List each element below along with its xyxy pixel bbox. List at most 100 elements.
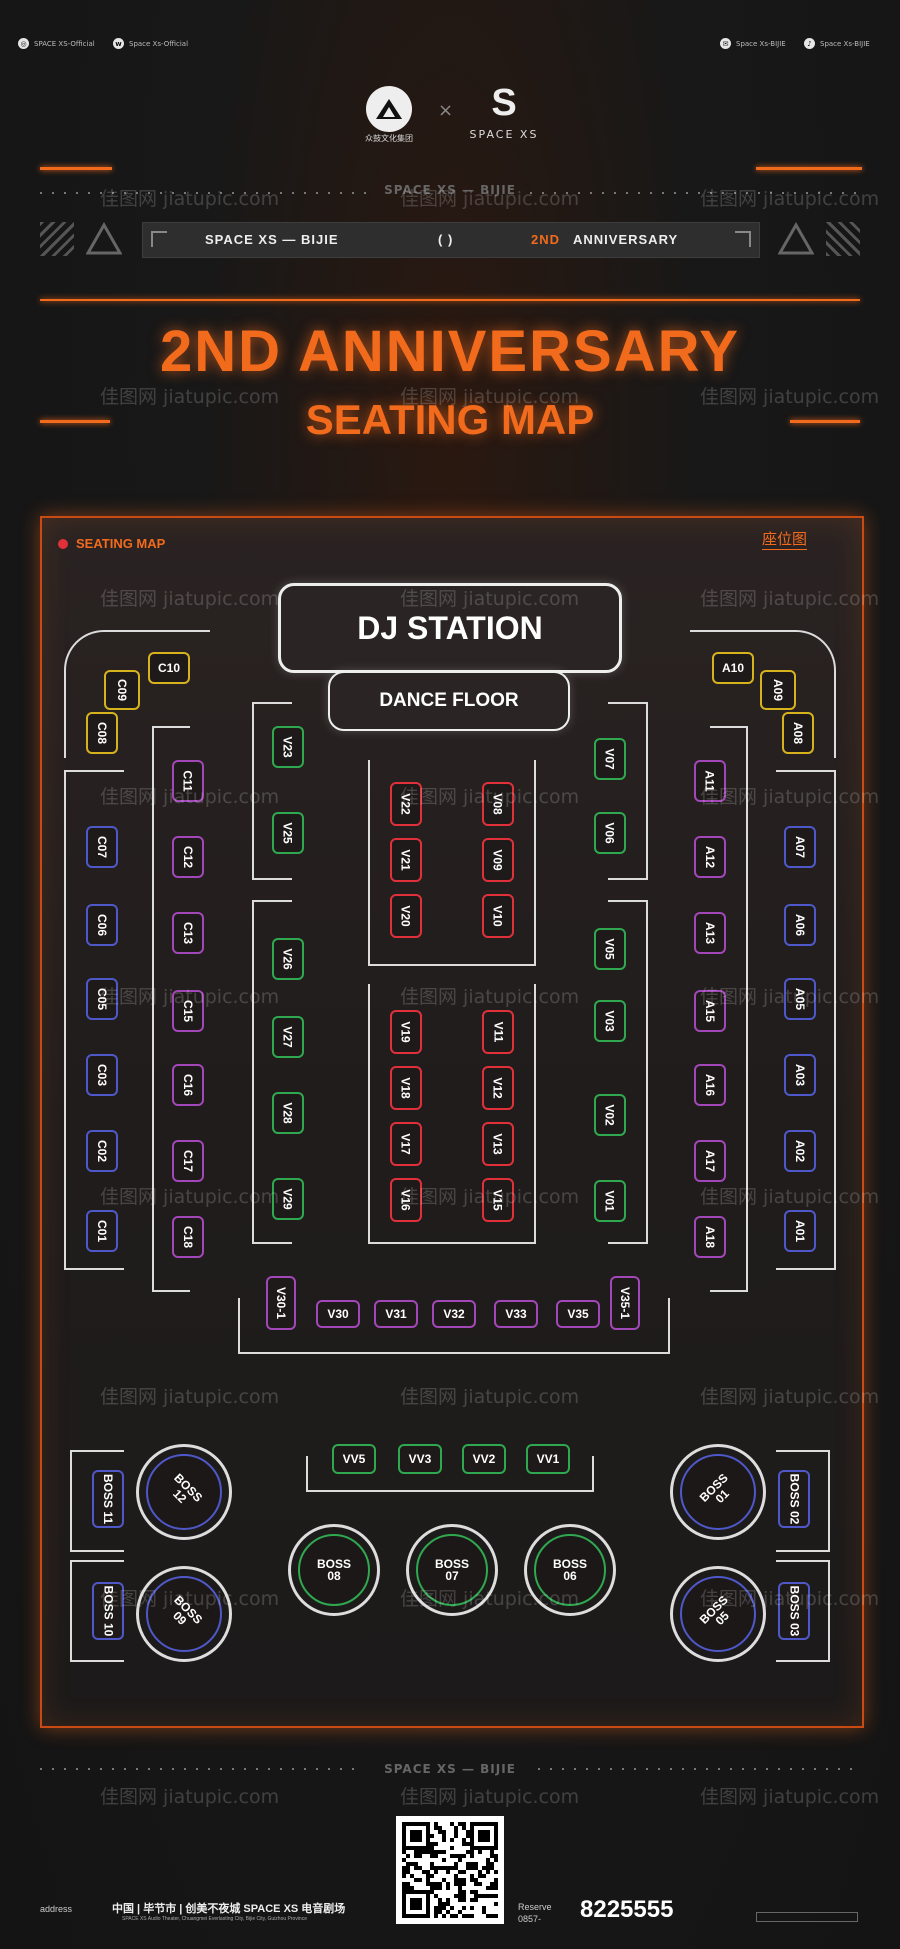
seat-c02[interactable]: C02 <box>86 1130 118 1172</box>
seat-a16[interactable]: A16 <box>694 1064 726 1106</box>
seat-boss-07[interactable]: BOSS 07 <box>416 1534 488 1606</box>
seat-vv5[interactable]: VV5 <box>332 1444 376 1474</box>
seat-c08[interactable]: C08 <box>86 712 118 754</box>
seat-vv2[interactable]: VV2 <box>462 1444 506 1474</box>
seat-v10[interactable]: V10 <box>482 894 514 938</box>
seat-v12[interactable]: V12 <box>482 1066 514 1110</box>
seat-v03[interactable]: V03 <box>594 1000 626 1042</box>
seat-c03[interactable]: C03 <box>86 1054 118 1096</box>
seat-a12[interactable]: A12 <box>694 836 726 878</box>
wall-outline <box>238 1298 670 1354</box>
seat-c17[interactable]: C17 <box>172 1140 204 1182</box>
accent-line <box>40 167 112 170</box>
seat-v19[interactable]: V19 <box>390 1010 422 1054</box>
seat-v02[interactable]: V02 <box>594 1094 626 1136</box>
seat-a01[interactable]: A01 <box>784 1210 816 1252</box>
seat-boss-08[interactable]: BOSS 08 <box>298 1534 370 1606</box>
seat-c15[interactable]: C15 <box>172 990 204 1032</box>
seat-v30[interactable]: V30 <box>316 1300 360 1328</box>
seat-boss-11[interactable]: BOSS 11 <box>92 1470 124 1528</box>
seat-c09[interactable]: C09 <box>104 670 140 710</box>
watermark-text: 佳图网 jiatupic.com <box>100 986 280 1008</box>
seat-v31[interactable]: V31 <box>374 1300 418 1328</box>
seat-v23[interactable]: V23 <box>272 726 304 768</box>
seat-label: V21 <box>398 849 413 871</box>
seat-v05[interactable]: V05 <box>594 928 626 970</box>
wall-outline <box>690 630 836 758</box>
seat-v15[interactable]: V15 <box>482 1178 514 1222</box>
seat-v28[interactable]: V28 <box>272 1092 304 1134</box>
seat-label: A03 <box>792 1063 807 1087</box>
seat-a02[interactable]: A02 <box>784 1130 816 1172</box>
seat-label: C01 <box>94 1219 109 1243</box>
seat-vv1[interactable]: VV1 <box>526 1444 570 1474</box>
seat-v01[interactable]: V01 <box>594 1180 626 1222</box>
seat-v22[interactable]: V22 <box>390 782 422 826</box>
seat-a05[interactable]: A05 <box>784 978 816 1020</box>
seat-a18[interactable]: A18 <box>694 1216 726 1258</box>
seat-c05[interactable]: C05 <box>86 978 118 1020</box>
seat-v35[interactable]: V35 <box>556 1300 600 1328</box>
seat-a03[interactable]: A03 <box>784 1054 816 1096</box>
seat-v26[interactable]: V26 <box>272 938 304 980</box>
seat-c06[interactable]: C06 <box>86 904 118 946</box>
seat-boss-03[interactable]: BOSS 03 <box>778 1582 810 1640</box>
seat-a13[interactable]: A13 <box>694 912 726 954</box>
social-item-wechat[interactable]: ✉ Space Xs-BIJIE <box>720 38 786 49</box>
seat-label: V19 <box>398 1021 413 1043</box>
seat-c07[interactable]: C07 <box>86 826 118 868</box>
seat-c16[interactable]: C16 <box>172 1064 204 1106</box>
watermark-text: 佳图网 jiatupic.com <box>100 1786 280 1808</box>
seat-boss-10[interactable]: BOSS 10 <box>92 1582 124 1640</box>
seat-c01[interactable]: C01 <box>86 1210 118 1252</box>
seat-c11[interactable]: C11 <box>172 760 204 802</box>
footer-divider-label: SPACE XS — BIJIE <box>384 1762 516 1776</box>
corner-bracket-icon <box>735 231 751 247</box>
seat-v30-1[interactable]: V30-1 <box>266 1276 296 1330</box>
seat-v27[interactable]: V27 <box>272 1016 304 1058</box>
boss-ring <box>524 1524 616 1616</box>
social-item-official[interactable]: ◎ SPACE XS-Official <box>18 38 95 49</box>
seat-a06[interactable]: A06 <box>784 904 816 946</box>
seat-v07[interactable]: V07 <box>594 738 626 780</box>
seat-v17[interactable]: V17 <box>390 1122 422 1166</box>
seat-c13[interactable]: C13 <box>172 912 204 954</box>
seat-c10[interactable]: C10 <box>148 652 190 684</box>
seat-label: A17 <box>702 1149 717 1173</box>
seat-v20[interactable]: V20 <box>390 894 422 938</box>
seat-a09[interactable]: A09 <box>760 670 796 710</box>
seat-c18[interactable]: C18 <box>172 1216 204 1258</box>
seat-vv3[interactable]: VV3 <box>398 1444 442 1474</box>
seat-v08[interactable]: V08 <box>482 782 514 826</box>
seat-boss-06[interactable]: BOSS 06 <box>534 1534 606 1606</box>
social-item-douyin[interactable]: ♪ Space Xs-BIJIE <box>804 38 870 49</box>
qr-code-icon[interactable] <box>396 1816 504 1924</box>
seat-label: V11 <box>490 1021 505 1043</box>
seat-a10[interactable]: A10 <box>712 652 754 684</box>
seat-a08[interactable]: A08 <box>782 712 814 754</box>
seat-label: A01 <box>792 1219 807 1243</box>
social-item-weibo[interactable]: w Space Xs-Official <box>113 38 188 49</box>
seat-v25[interactable]: V25 <box>272 812 304 854</box>
seat-v21[interactable]: V21 <box>390 838 422 882</box>
seat-v09[interactable]: V09 <box>482 838 514 882</box>
seat-v13[interactable]: V13 <box>482 1122 514 1166</box>
wall-outline <box>64 770 124 1270</box>
seat-a17[interactable]: A17 <box>694 1140 726 1182</box>
seat-v29[interactable]: V29 <box>272 1178 304 1220</box>
seat-boss-02[interactable]: BOSS 02 <box>778 1470 810 1528</box>
seat-v11[interactable]: V11 <box>482 1010 514 1054</box>
seat-a11[interactable]: A11 <box>694 760 726 802</box>
wall-outline <box>306 1456 594 1492</box>
seat-v33[interactable]: V33 <box>494 1300 538 1328</box>
seat-a07[interactable]: A07 <box>784 826 816 868</box>
watermark-text: 佳图网 jiatupic.com <box>400 386 580 408</box>
seat-v35-1[interactable]: V35-1 <box>610 1276 640 1330</box>
seat-c12[interactable]: C12 <box>172 836 204 878</box>
seat-v06[interactable]: V06 <box>594 812 626 854</box>
seat-v16[interactable]: V16 <box>390 1178 422 1222</box>
seat-a15[interactable]: A15 <box>694 990 726 1032</box>
seat-v18[interactable]: V18 <box>390 1066 422 1110</box>
seat-v32[interactable]: V32 <box>432 1300 476 1328</box>
phone-number[interactable]: 8225555 <box>580 1896 674 1923</box>
